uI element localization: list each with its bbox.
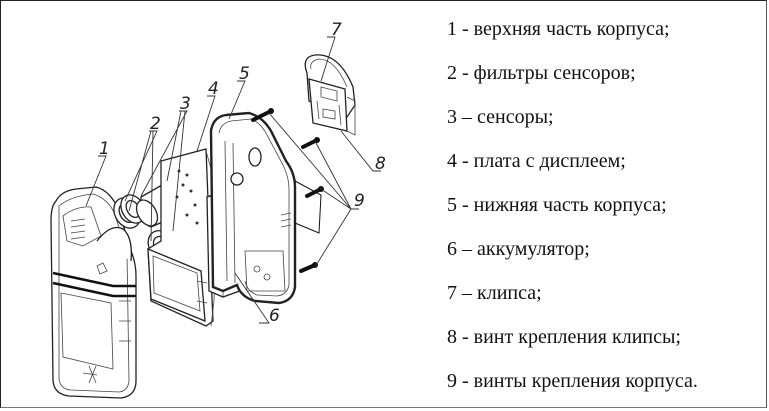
legend-item: 4 - плата с дисплеем; (447, 150, 626, 172)
part-lower-housing (209, 111, 297, 305)
exploded-view-drawing: 1 2 3 4 5 6 7 8 9 (50, 20, 386, 399)
legend-item: 9 - винты крепления корпуса. (447, 370, 698, 392)
part-upper-housing (50, 186, 137, 399)
legend-item: 3 – сенсоры; (447, 106, 554, 128)
callout-8: 8 (375, 154, 386, 174)
legend-item: 1 - верхняя часть корпуса; (447, 18, 670, 40)
part-clip (304, 54, 356, 136)
callout-2: 2 (150, 114, 161, 134)
callout-5: 5 (239, 64, 250, 84)
legend-item: 7 – клипса; (447, 282, 542, 304)
legend-item: 8 - винт крепления клипсы; (447, 326, 681, 348)
leader-lines (85, 36, 381, 324)
callout-9: 9 (354, 191, 365, 211)
callout-1: 1 (99, 139, 110, 159)
legend-item: 2 - фильтры сенсоров; (447, 62, 636, 84)
legend-item: 5 - нижняя часть корпуса; (447, 194, 667, 216)
callout-7: 7 (331, 20, 342, 40)
part-display-board (147, 148, 217, 327)
callout-4: 4 (208, 79, 219, 99)
legend-item: 6 – аккумулятор; (447, 238, 590, 260)
callout-3: 3 (180, 94, 191, 114)
callout-6: 6 (269, 306, 280, 326)
callout-numbers: 1 2 3 4 5 6 7 8 9 (99, 20, 386, 326)
